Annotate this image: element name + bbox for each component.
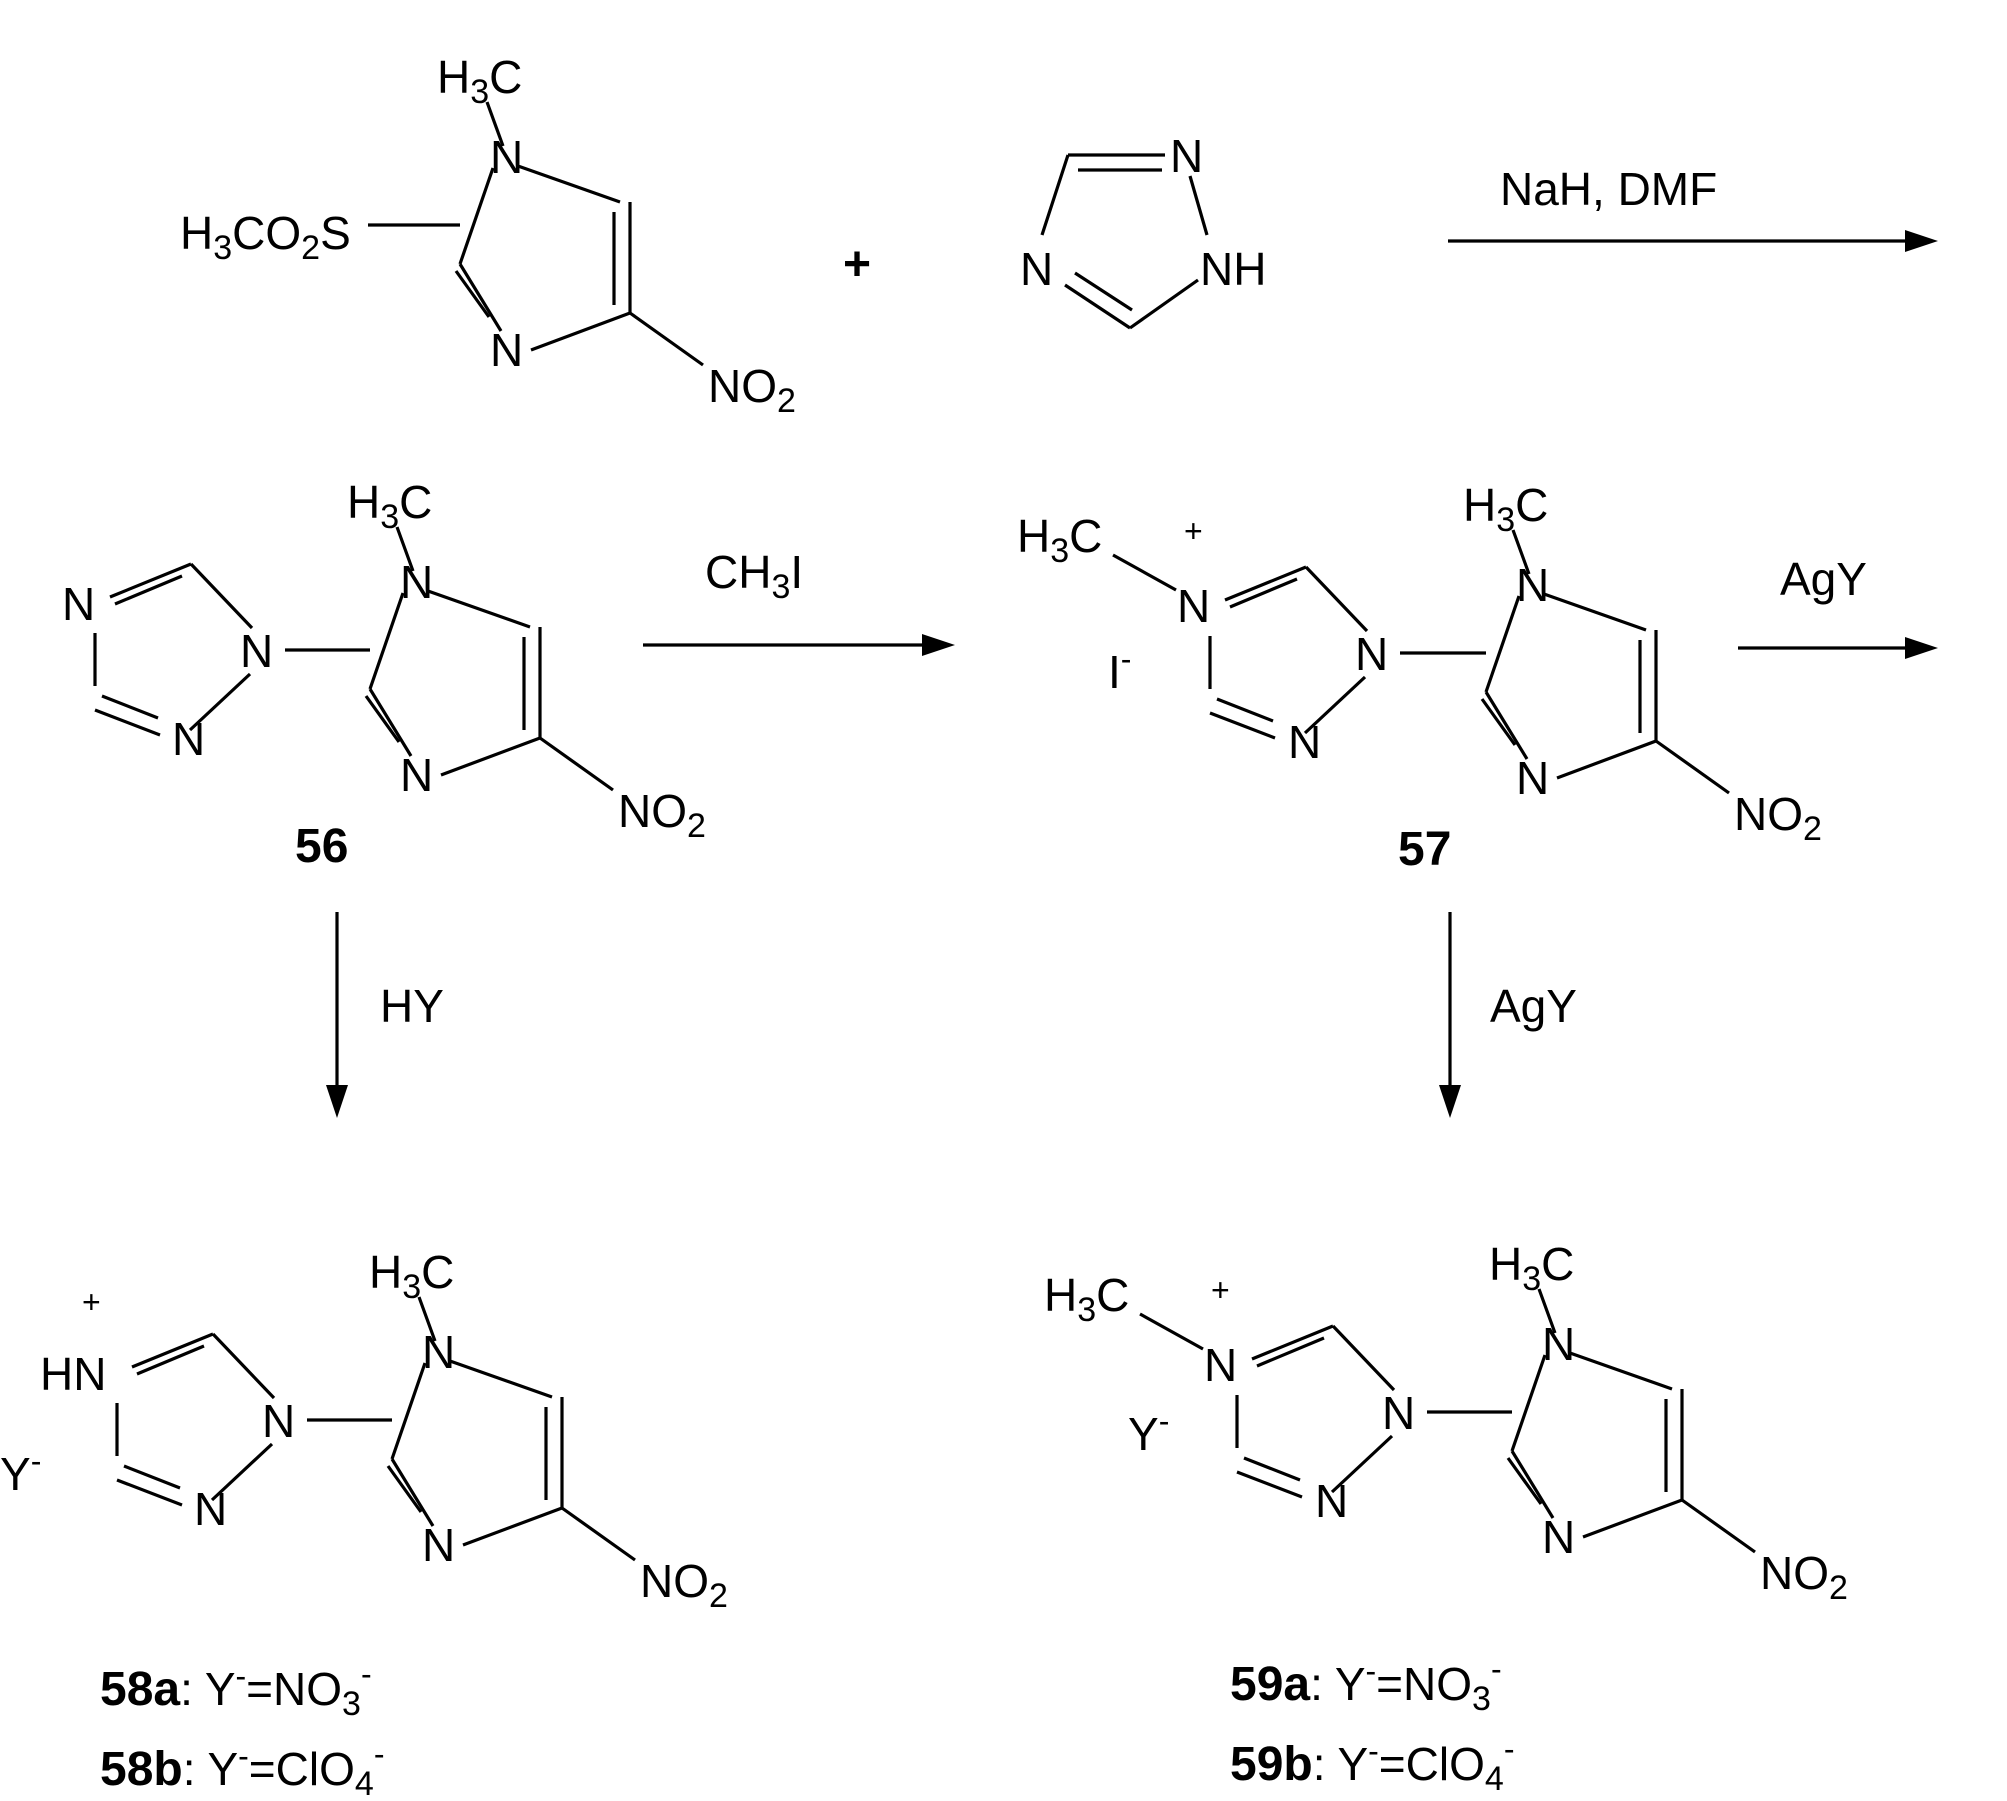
triazole-n2-label: N [194,1483,227,1535]
y-counterion: Y- [0,1443,41,1500]
plus-sign: + [843,238,871,291]
triazole-n2-label: N [1288,716,1321,768]
n-methyl-label: H3C [1017,510,1102,570]
methylsulfonyl-label: H3CO2S [180,207,351,267]
step5-reagent: AgY [1490,980,1577,1032]
step3-reagent: AgY [1780,553,1867,605]
reactant-1h-1-2-4-triazole: N N NH [1020,130,1266,330]
compound-57-label: 57 [1398,823,1451,876]
triazole-n2-label: N [172,713,205,765]
reactant-methylsulfonyl-nitroimidazole: H3CO2S [180,49,798,422]
compound-59: N + H3C Y- N N [1044,1236,1850,1609]
triazole-nh-label: NH [1200,243,1266,295]
legend-59a: 59a: Y-=NO3- [1230,1651,1502,1718]
compound-56-label: 56 [295,820,348,873]
triazolium-nh-label: HN [40,1348,106,1400]
triazolium-n4-label: N [1177,580,1210,632]
compound-56: N N N 56 [62,474,708,873]
iodide-counterion: I- [1108,641,1131,698]
reaction-arrow-step3: AgY [1738,553,1938,659]
reaction-arrow-step1: NaH, DMF [1448,163,1938,252]
triazole-n4-label: N [62,578,95,630]
triazole-n1-label: N [262,1395,295,1447]
reaction-arrow-step4: HY [326,912,444,1118]
step1-reagent: NaH, DMF [1500,163,1717,215]
legend-59b: 59b: Y-=ClO4- [1230,1731,1514,1798]
triazole-n2-label: N [1170,130,1203,182]
triazole-n1-label: N [240,625,273,677]
triazole-n2-label: N [1315,1475,1348,1527]
reaction-arrow-step2: CH3I [643,546,955,656]
compound-58: HN + N N Y- [0,1244,730,1617]
compound-57: N + H3C I- N N 57 [1017,477,1824,876]
legend-58b: 58b: Y-=ClO4- [100,1736,384,1801]
n-methyl-label: H3C [1044,1269,1129,1329]
triazole-n4-label: N [1020,243,1053,295]
triazolium-n4-label: N [1204,1339,1237,1391]
positive-charge: + [1184,513,1203,549]
y-counterion: Y- [1128,1403,1169,1460]
positive-charge: + [82,1284,101,1320]
triazole-n1-label: N [1382,1387,1415,1439]
step2-reagent: CH3I [705,546,803,606]
reaction-arrow-step5: AgY [1439,912,1577,1118]
step4-reagent: HY [380,980,444,1032]
triazole-n1-label: N [1355,628,1388,680]
positive-charge: + [1211,1272,1230,1308]
legend-58a: 58a: Y-=NO3- [100,1656,372,1723]
